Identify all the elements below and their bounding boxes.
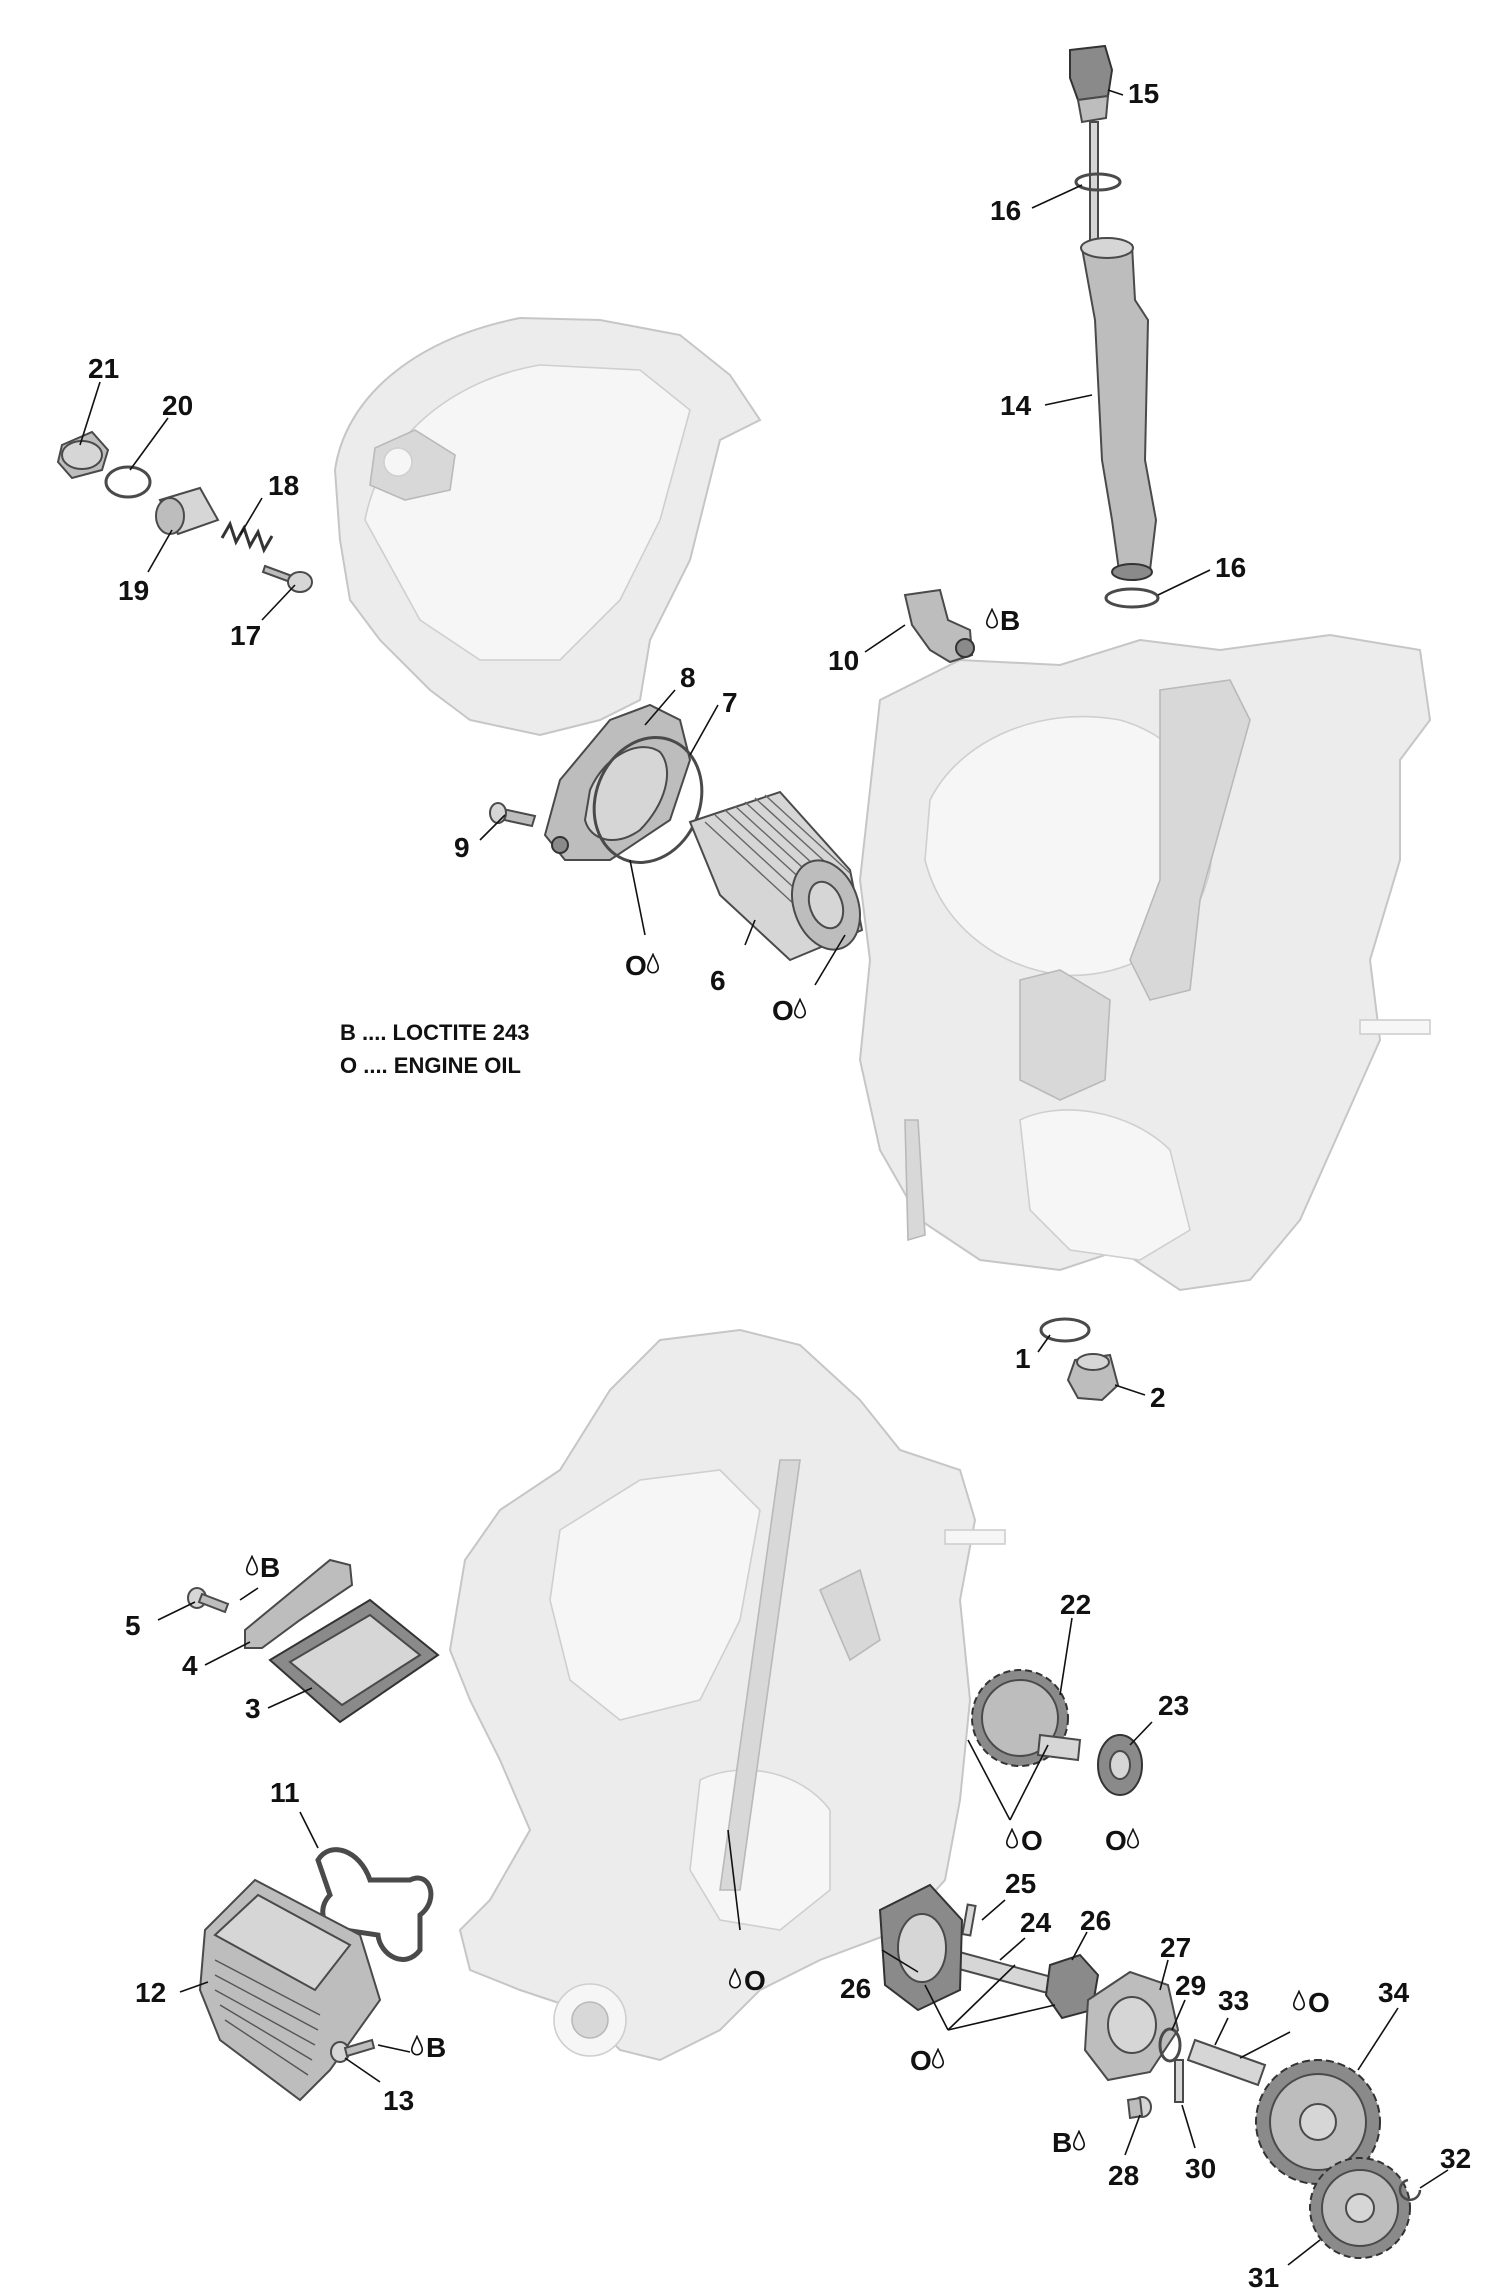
part-16-o-ring-bottom	[1104, 587, 1160, 609]
callout-13: 13	[383, 2085, 414, 2116]
mark-o-part-33: O	[1292, 1987, 1330, 2018]
callout-27: 27	[1160, 1932, 1191, 1963]
part-12-oil-cooler	[198, 1878, 382, 2102]
part-9-bolt	[489, 802, 537, 828]
callout-8: 8	[680, 662, 696, 693]
svg-text:O: O	[910, 2045, 932, 2076]
part-4-retainer-plate	[244, 1558, 354, 1649]
part-17-valve	[261, 564, 313, 593]
part-32-circlip	[1398, 2178, 1422, 2202]
part-29-o-ring	[1158, 2027, 1182, 2063]
svg-text:B: B	[260, 1552, 280, 1583]
callout-26-right: 26	[1080, 1905, 1111, 1936]
legend-loctite: B .... LOCTITE 243	[340, 1020, 529, 1045]
callout-18: 18	[268, 470, 299, 501]
callout-24: 24	[1020, 1907, 1052, 1938]
callout-6: 6	[710, 965, 726, 996]
callout-15: 15	[1128, 78, 1159, 109]
callout-34: 34	[1378, 1977, 1410, 2008]
callout-30: 30	[1185, 2153, 1216, 2184]
legend-engine-oil: O .... ENGINE OIL	[340, 1053, 521, 1078]
callout-33: 33	[1218, 1985, 1249, 2016]
part-25-pin	[961, 1903, 977, 1937]
callout-16-top: 16	[990, 195, 1021, 226]
part-6-oil-filter	[688, 790, 864, 962]
callout-29: 29	[1175, 1970, 1206, 2001]
part-20-o-ring	[104, 465, 152, 499]
callout-14: 14	[1000, 390, 1032, 421]
callout-20: 20	[162, 390, 193, 421]
part-19-sleeve	[155, 486, 220, 536]
callout-21: 21	[88, 353, 119, 384]
mark-b-part-13: B	[410, 2032, 446, 2063]
part-13-bolt	[330, 2038, 376, 2063]
callout-10: 10	[828, 645, 859, 676]
leader-lines	[79, 89, 1449, 2266]
part-27-pump-cover	[1083, 1970, 1180, 2082]
part-33-shaft	[1186, 2038, 1267, 2087]
callout-numbers: 1 2 3 4 5 6 7 8 9 10 11 12 13 14 15 16 1…	[88, 78, 1471, 2293]
part-1-o-ring	[1039, 1317, 1091, 1343]
mark-o-crankcase: O	[728, 1965, 766, 1996]
svg-text:O: O	[625, 950, 647, 981]
callout-2: 2	[1150, 1382, 1166, 1413]
svg-text:B: B	[1052, 2127, 1072, 2158]
callout-4: 4	[182, 1650, 198, 1681]
part-16-o-ring-top	[1074, 172, 1122, 192]
svg-text:O: O	[772, 995, 794, 1026]
part-30-pin	[1174, 2059, 1184, 2103]
callout-12: 12	[135, 1977, 166, 2008]
svg-text:O: O	[744, 1965, 766, 1996]
callout-22: 22	[1060, 1589, 1091, 1620]
part-34-gear	[1255, 2059, 1381, 2185]
part-28-bolt	[1126, 2096, 1152, 2120]
svg-text:B: B	[426, 2032, 446, 2063]
part-21-plug	[56, 430, 110, 480]
part-10-oil-pressure-sensor	[903, 588, 975, 664]
mark-o-part-23: O	[1105, 1825, 1140, 1856]
part-14-dipstick-tube	[1080, 237, 1158, 581]
part-5-bolt	[187, 1587, 230, 1614]
mark-b-part-28: B	[1052, 2127, 1086, 2158]
application-marks: B O O B B O O	[245, 605, 1330, 2158]
part-23-seal	[1097, 1734, 1143, 1796]
part-18-spring	[220, 520, 274, 554]
callout-9: 9	[454, 832, 470, 863]
part-31-gear	[1309, 2157, 1411, 2259]
callout-32: 32	[1440, 2143, 1471, 2174]
mark-b-part-10: B	[985, 605, 1020, 636]
part-22-gear	[971, 1669, 1082, 1767]
part-2-drain-plug	[1066, 1353, 1120, 1402]
mark-b-part-5: B	[245, 1552, 280, 1583]
svg-text:O: O	[1021, 1825, 1043, 1856]
callout-11: 11	[270, 1777, 300, 1808]
callout-1: 1	[1015, 1343, 1031, 1374]
mark-o-part-6: O	[772, 995, 807, 1026]
svg-text:O: O	[1308, 1987, 1330, 2018]
svg-text:B: B	[1000, 605, 1020, 636]
callout-26-left: 26	[840, 1973, 871, 2004]
part-3-strainer-screen	[268, 1598, 440, 1724]
callout-16-bottom: 16	[1215, 552, 1246, 583]
callout-23: 23	[1158, 1690, 1189, 1721]
part-15-dipstick-cap	[1069, 44, 1114, 241]
callout-3: 3	[245, 1693, 261, 1724]
mark-o-part-22: O	[1005, 1825, 1043, 1856]
upper-crankcase-ghost	[858, 633, 1432, 1292]
callout-25: 25	[1005, 1868, 1036, 1899]
lower-crankcase-ghost	[448, 1328, 1006, 2062]
callout-5: 5	[125, 1610, 141, 1641]
part-26-outer-rotor	[878, 1883, 964, 2012]
mark-o-part-7: O	[625, 950, 660, 981]
callout-7: 7	[722, 687, 738, 718]
callout-31: 31	[1248, 2262, 1279, 2293]
callout-28: 28	[1108, 2160, 1139, 2191]
magneto-cover-ghost	[333, 316, 762, 737]
legend: B .... LOCTITE 243 O .... ENGINE OIL	[340, 1020, 529, 1078]
callout-19: 19	[118, 575, 149, 606]
mark-o-pump: O	[910, 2045, 945, 2076]
callout-17: 17	[230, 620, 261, 651]
svg-text:O: O	[1105, 1825, 1127, 1856]
